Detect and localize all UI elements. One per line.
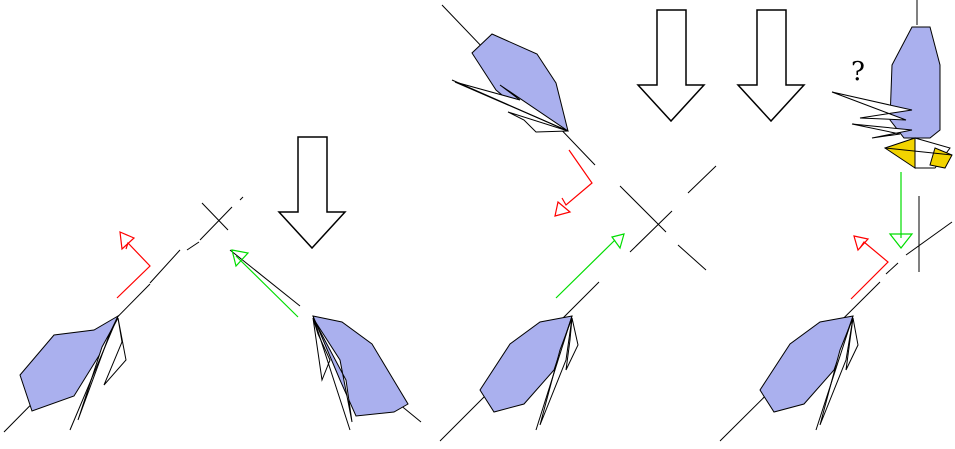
boat-track-line bbox=[687, 165, 717, 194]
question-mark-label: ? bbox=[851, 57, 865, 87]
boat-track-line bbox=[229, 249, 301, 307]
sailboat bbox=[479, 315, 579, 431]
tack-arrow-red bbox=[554, 149, 593, 217]
panel-1 bbox=[3, 136, 422, 433]
sailboat bbox=[451, 33, 569, 133]
panel-2 bbox=[439, 4, 806, 442]
cross-marker bbox=[239, 196, 244, 201]
wind-arrow bbox=[736, 9, 806, 123]
highlight-wedge bbox=[883, 137, 953, 169]
boat-track-line bbox=[619, 185, 667, 233]
sailboat bbox=[19, 314, 127, 431]
course-arrow-green bbox=[555, 233, 625, 299]
panel-3: ? bbox=[719, 0, 953, 442]
boat-track-line bbox=[629, 210, 673, 253]
sailboat bbox=[831, 0, 953, 169]
course-arrow-green bbox=[231, 249, 299, 318]
boat-track-line bbox=[677, 244, 707, 271]
cross-marker bbox=[199, 206, 233, 241]
sailboat bbox=[312, 315, 409, 431]
cross-marker bbox=[186, 241, 200, 251]
course-arrow-green bbox=[888, 172, 914, 249]
wind-arrow bbox=[277, 136, 347, 250]
sailboat bbox=[759, 315, 859, 431]
wind-arrow bbox=[636, 9, 706, 123]
tack-arrow-red bbox=[116, 231, 151, 299]
tack-arrow-red bbox=[850, 235, 889, 300]
boat-track-line bbox=[885, 262, 899, 275]
boat-track-line bbox=[149, 249, 181, 284]
boat-track-line bbox=[905, 221, 953, 256]
cross-marker bbox=[201, 202, 229, 231]
